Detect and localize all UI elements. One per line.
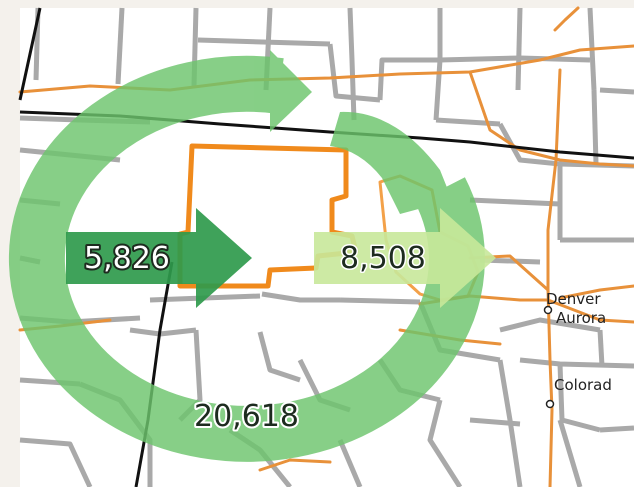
city-aurora-label: Aurora bbox=[556, 309, 606, 327]
city-colorado-marker bbox=[545, 399, 555, 409]
outflow-arrow bbox=[314, 208, 496, 308]
outflow-value: 8,508 bbox=[340, 241, 426, 276]
arrow-right-icon bbox=[66, 208, 252, 308]
county-lines bbox=[19, 7, 634, 487]
circular-arrow-icon bbox=[8, 50, 485, 462]
cycle-ring bbox=[8, 55, 485, 462]
city-denver-marker bbox=[543, 305, 553, 315]
arrow-right-icon bbox=[314, 208, 496, 308]
cycle-segment-right bbox=[330, 111, 452, 214]
cycle-value: 20,618 bbox=[194, 399, 299, 434]
city-denver-label: Denver bbox=[546, 290, 601, 308]
city-colorado-label: Colorad bbox=[554, 376, 612, 394]
cycle-arrowhead-top bbox=[270, 50, 312, 132]
inflow-arrow bbox=[66, 208, 252, 308]
inflow-value: 5,826 bbox=[84, 241, 170, 276]
